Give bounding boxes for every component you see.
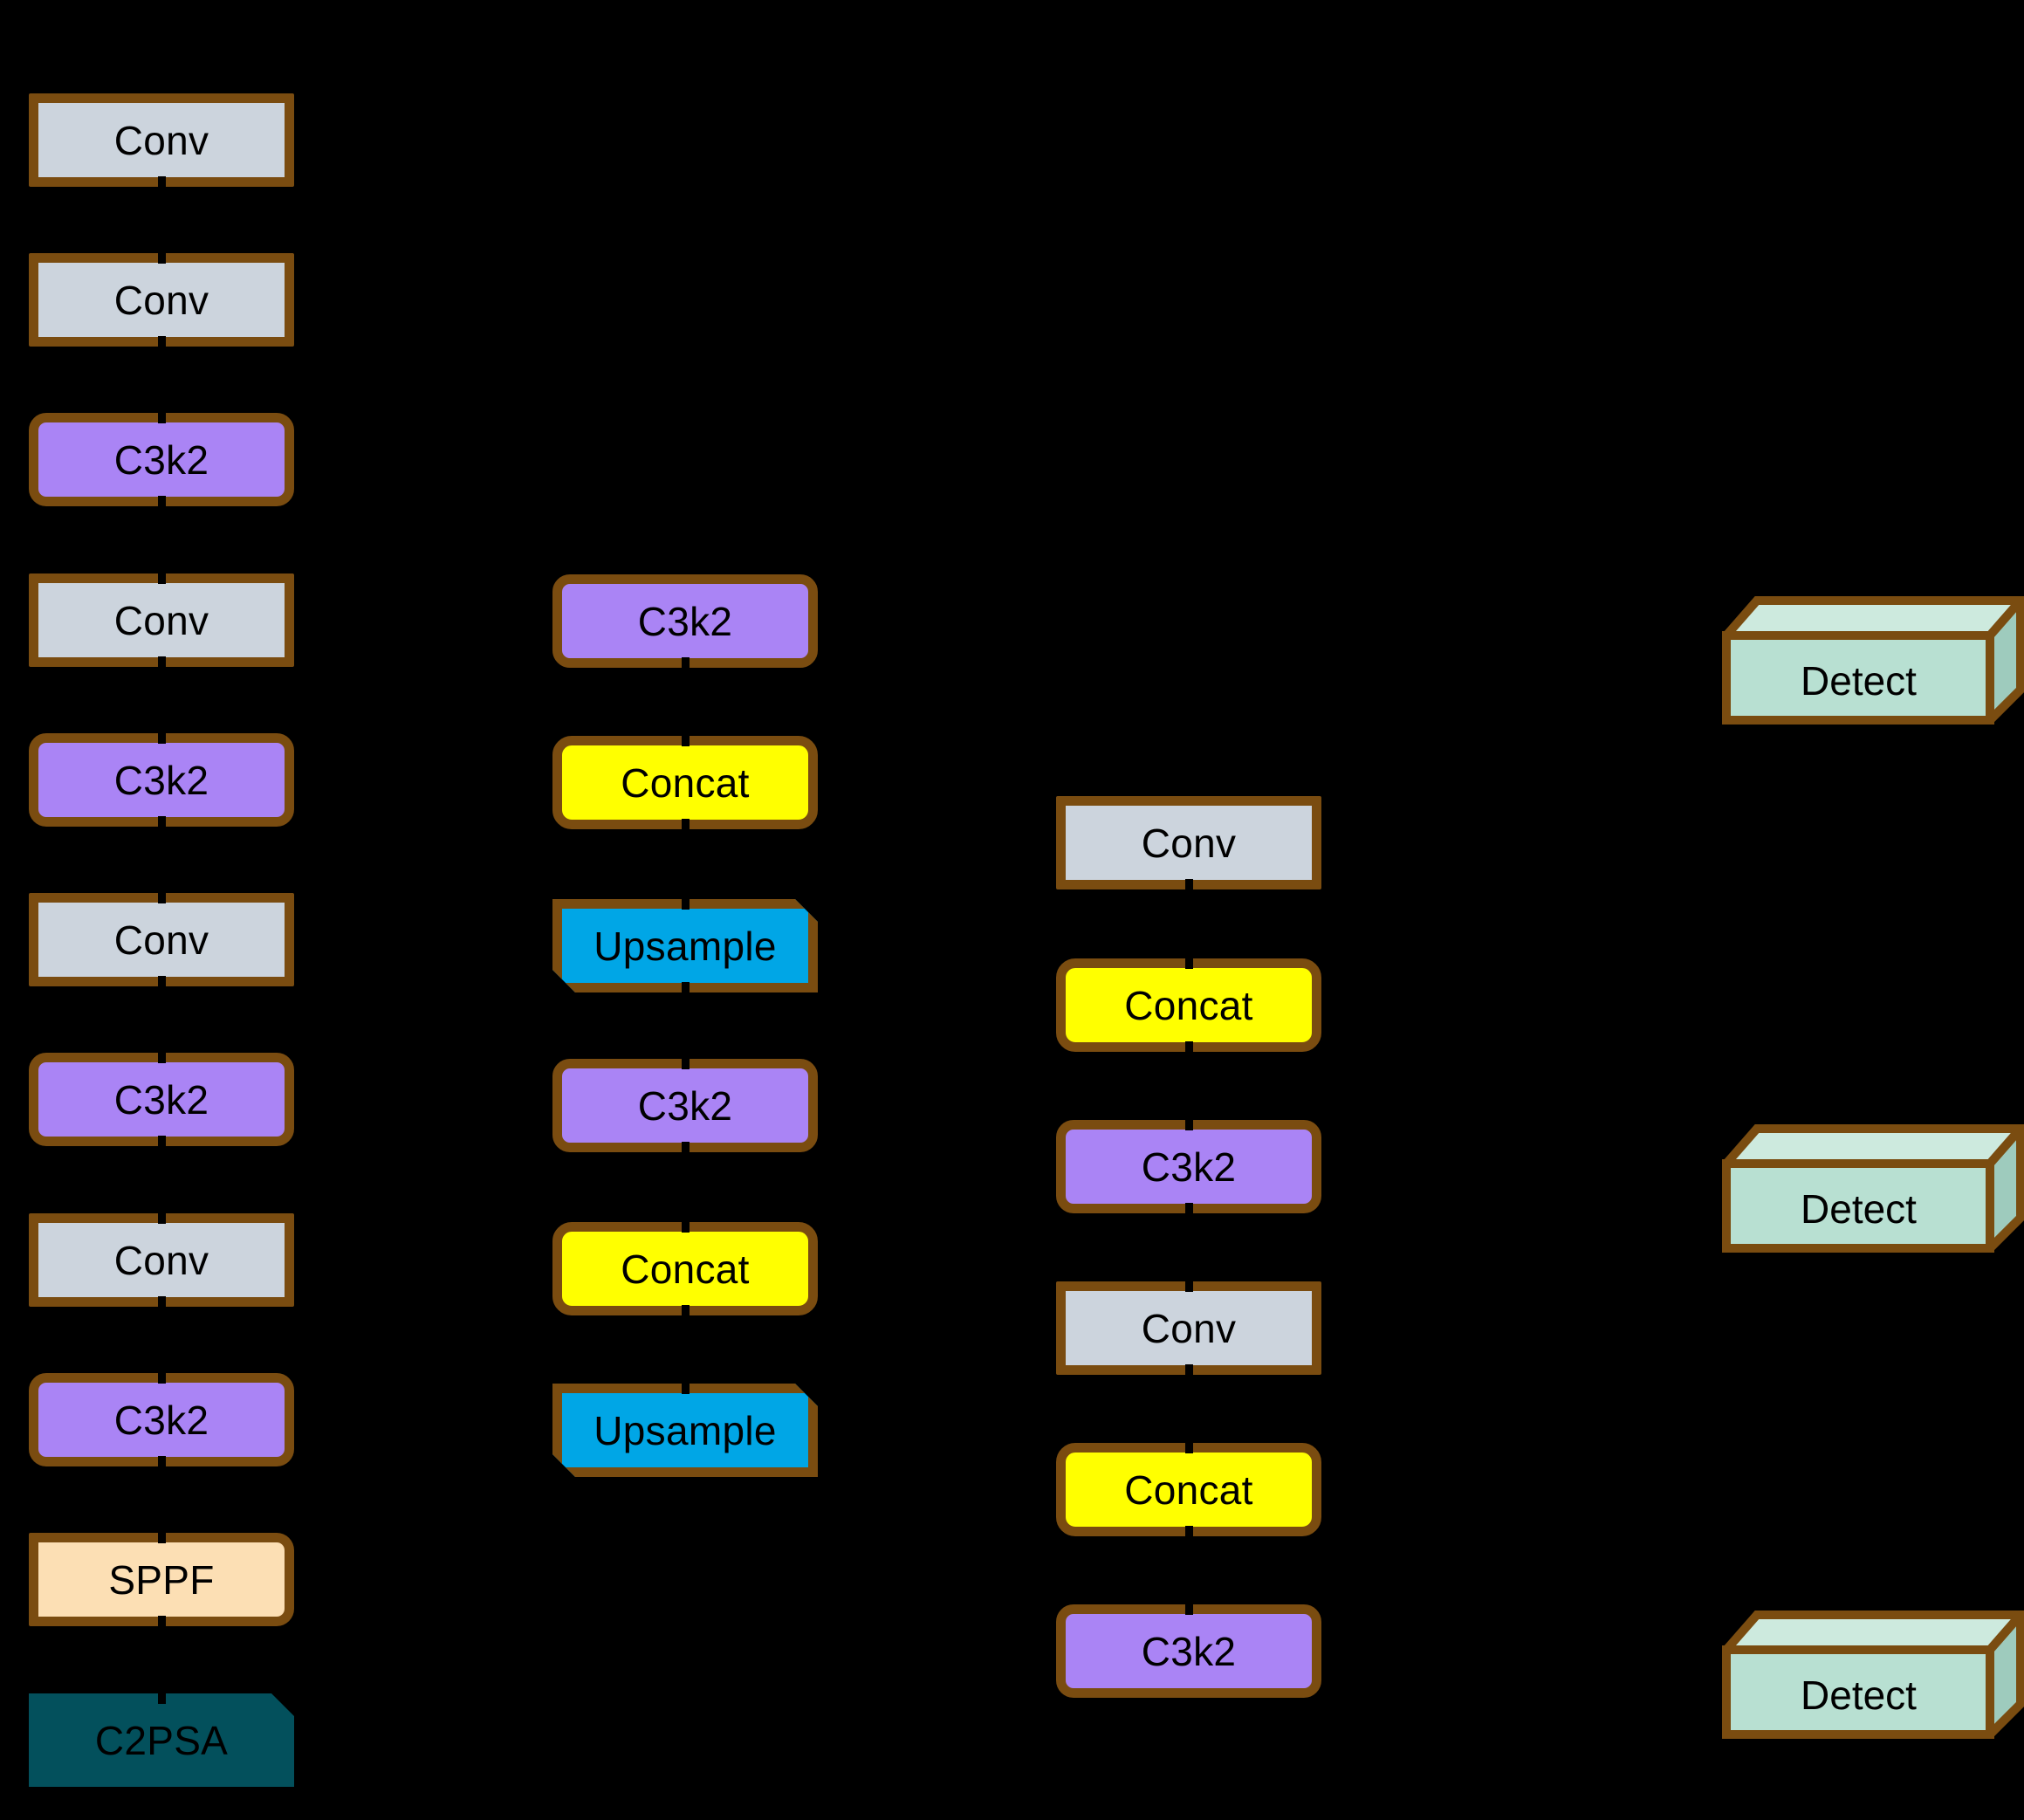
connector-stub bbox=[158, 1371, 166, 1384]
node-label: Conv bbox=[1141, 1305, 1237, 1351]
connector-stub bbox=[682, 1382, 690, 1394]
node-label: C3k2 bbox=[113, 436, 209, 483]
connector-stub bbox=[158, 816, 166, 828]
connector-stub bbox=[1185, 1526, 1193, 1538]
node-label: Concat bbox=[1124, 982, 1253, 1028]
connector-stub bbox=[1185, 957, 1193, 969]
node-upsample-c1r2[interactable]: Upsample bbox=[552, 899, 818, 992]
connector-stub bbox=[158, 1616, 166, 1628]
node-conv-c0r1[interactable]: Conv bbox=[29, 253, 294, 347]
node-conv-c2r3[interactable]: Conv bbox=[1056, 1281, 1321, 1375]
connector-stub bbox=[682, 1305, 690, 1317]
node-label: Concat bbox=[621, 759, 750, 806]
connector-stub bbox=[682, 819, 690, 831]
connector-stub bbox=[158, 572, 166, 584]
connector-stub bbox=[1185, 1280, 1193, 1292]
connector-stub bbox=[158, 1296, 166, 1308]
connector-stub bbox=[1185, 879, 1193, 891]
connector-stub bbox=[682, 734, 690, 746]
node-c3k2-c0r8[interactable]: C3k2 bbox=[29, 1373, 294, 1466]
node-label: Conv bbox=[113, 917, 209, 963]
node-c3k2-c1r0[interactable]: C3k2 bbox=[552, 574, 818, 668]
connector-stub bbox=[1185, 1441, 1193, 1453]
node-upsample-c1r5[interactable]: Upsample bbox=[552, 1384, 818, 1477]
node-label: C3k2 bbox=[1141, 1144, 1237, 1190]
connector-stub bbox=[1185, 1364, 1193, 1377]
node-label: Conv bbox=[113, 117, 209, 163]
connector-stub bbox=[158, 891, 166, 903]
node-label: Concat bbox=[621, 1246, 750, 1292]
node-label: Conv bbox=[113, 1237, 209, 1283]
node-c2psa-c0r10[interactable]: C2PSA bbox=[29, 1693, 294, 1787]
node-c3k2-c2r5[interactable]: C3k2 bbox=[1056, 1604, 1321, 1698]
connector-stub bbox=[158, 976, 166, 988]
node-c3k2-c1r3[interactable]: C3k2 bbox=[552, 1059, 818, 1152]
connector-stub bbox=[158, 411, 166, 423]
node-conv-c0r3[interactable]: Conv bbox=[29, 573, 294, 667]
node-label: Conv bbox=[113, 277, 209, 323]
node-detect-c3r0[interactable]: Detect bbox=[1722, 596, 2024, 725]
connector-stub bbox=[682, 897, 690, 910]
node-label: Upsample bbox=[593, 1407, 777, 1453]
node-label: C3k2 bbox=[1141, 1628, 1237, 1674]
node-concat-c2r1[interactable]: Concat bbox=[1056, 958, 1321, 1052]
connector-stub bbox=[158, 496, 166, 508]
node-label: Conv bbox=[1141, 820, 1237, 866]
node-c3k2-c0r2[interactable]: C3k2 bbox=[29, 413, 294, 506]
node-label: C3k2 bbox=[637, 1082, 733, 1129]
node-label: Conv bbox=[113, 597, 209, 643]
node-label: C2PSA bbox=[94, 1717, 229, 1763]
connector-stub bbox=[682, 657, 690, 670]
connector-stub bbox=[158, 251, 166, 264]
connector-stub bbox=[682, 1220, 690, 1233]
connector-stub bbox=[158, 1051, 166, 1063]
detect-prism-graphic bbox=[1722, 596, 2024, 725]
node-label: C3k2 bbox=[113, 1076, 209, 1123]
node-label: Upsample bbox=[593, 923, 777, 969]
connector-stub bbox=[158, 731, 166, 744]
node-conv-c0r7[interactable]: Conv bbox=[29, 1213, 294, 1307]
node-label: C3k2 bbox=[113, 757, 209, 803]
connector-stub bbox=[158, 1531, 166, 1543]
node-c3k2-c0r4[interactable]: C3k2 bbox=[29, 733, 294, 827]
node-sppf-c0r9[interactable]: SPPF bbox=[29, 1533, 294, 1626]
node-label: Concat bbox=[1124, 1466, 1253, 1513]
connector-stub bbox=[158, 1692, 166, 1704]
connector-stub bbox=[1185, 1041, 1193, 1054]
node-concat-c2r4[interactable]: Concat bbox=[1056, 1443, 1321, 1536]
node-concat-c1r4[interactable]: Concat bbox=[552, 1222, 818, 1315]
connector-stub bbox=[682, 982, 690, 994]
node-detect-c3r2[interactable]: Detect bbox=[1722, 1611, 2024, 1739]
node-label: SPPF bbox=[108, 1556, 215, 1603]
connector-stub bbox=[158, 176, 166, 189]
detect-prism-graphic bbox=[1722, 1124, 2024, 1253]
node-concat-c1r1[interactable]: Concat bbox=[552, 736, 818, 829]
connector-stub bbox=[158, 656, 166, 669]
connector-stub bbox=[158, 1136, 166, 1148]
connector-stub bbox=[1185, 1203, 1193, 1215]
node-label: C3k2 bbox=[113, 1397, 209, 1443]
detect-prism-graphic bbox=[1722, 1611, 2024, 1739]
connector-stub bbox=[1185, 1118, 1193, 1130]
connector-stub bbox=[1185, 1603, 1193, 1615]
connector-stub bbox=[682, 1057, 690, 1069]
connector-stub bbox=[158, 1456, 166, 1468]
connector-stub bbox=[682, 1142, 690, 1154]
node-conv-c0r0[interactable]: Conv bbox=[29, 93, 294, 187]
node-label: C3k2 bbox=[637, 598, 733, 644]
node-conv-c2r0[interactable]: Conv bbox=[1056, 796, 1321, 889]
connector-stub bbox=[158, 336, 166, 348]
node-conv-c0r5[interactable]: Conv bbox=[29, 893, 294, 986]
node-c3k2-c0r6[interactable]: C3k2 bbox=[29, 1053, 294, 1146]
node-detect-c3r1[interactable]: Detect bbox=[1722, 1124, 2024, 1253]
connector-stub bbox=[158, 1212, 166, 1224]
node-c3k2-c2r2[interactable]: C3k2 bbox=[1056, 1120, 1321, 1213]
